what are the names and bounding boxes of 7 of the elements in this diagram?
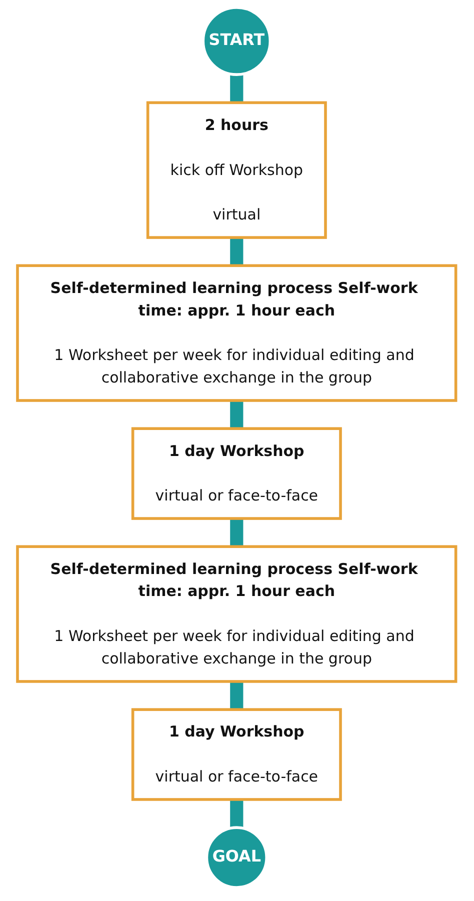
node-box: 1 day Workshop virtual or face-to-face [132, 708, 342, 801]
node-circle: START [202, 6, 272, 76]
node-circle: GOAL [206, 826, 268, 889]
node-box: Self-determined learning process Self-work time: appr. 1 hour each 1 Worksheet per week for individual editing and collaborative exchange in the group [16, 545, 458, 683]
node-box: Self-determined learning process Self-work time: appr. 1 hour each 1 Worksheet per week for individual editing and collaborative exchange in the group [16, 264, 458, 402]
node-box: 1 day Workshop virtual or face-to-face [132, 427, 342, 520]
node-box: 2 hours kick off Workshop virtual [146, 101, 328, 239]
